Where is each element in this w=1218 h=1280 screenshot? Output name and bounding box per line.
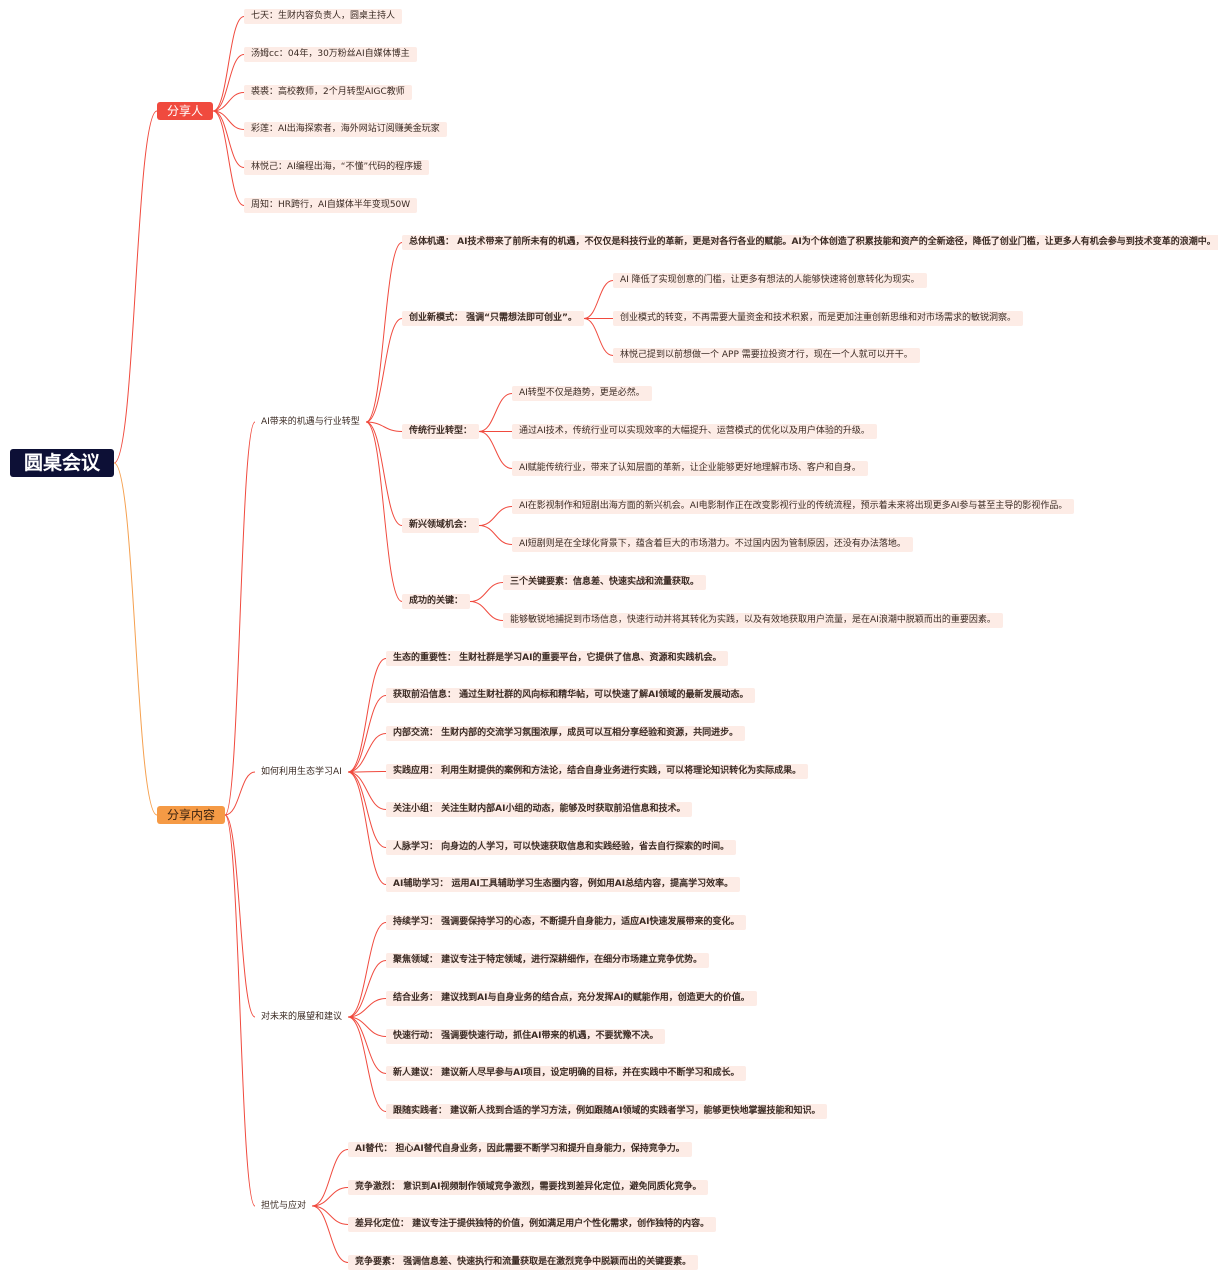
opportunity-newfield[interactable]: 新兴领域机会： xyxy=(402,518,480,533)
connector-line xyxy=(311,1149,349,1207)
opportunity-traditional[interactable]: 传统行业转型： xyxy=(402,424,480,439)
connector-line xyxy=(347,922,387,1018)
connector-line xyxy=(478,506,513,526)
worries-item[interactable]: 竞争要素： 强调信息差、快速执行和流量获取是在激烈竞争中脱颖而出的关键要素。 xyxy=(348,1255,699,1270)
topic-ecosystem[interactable]: 如何利用生态学习AI xyxy=(261,767,342,777)
sharer-item[interactable]: 七天：生财内容负责人，圆桌主持人 xyxy=(244,9,403,24)
traditional-item[interactable]: AI转型不仅是趋势，更是必然。 xyxy=(512,386,652,401)
connector-line xyxy=(365,421,403,602)
newfield-item[interactable]: AI在影视制作和短剧出海方面的新兴机会。AI电影制作正在改变影视行业的传统流程，… xyxy=(512,499,1075,514)
connector-line xyxy=(347,771,387,810)
connector-line xyxy=(212,110,245,168)
future-item[interactable]: 跟随实践者： 建议新人找到合适的学习方法，例如跟随AI领域的实践者学习，能够更快… xyxy=(386,1104,828,1119)
connector-line xyxy=(469,601,504,621)
branch-content[interactable]: 分享内容 xyxy=(157,806,226,824)
connector-line xyxy=(311,1205,349,1263)
connector-line xyxy=(365,318,403,423)
connector-line xyxy=(347,771,387,848)
connector-line xyxy=(583,280,614,319)
startup-item[interactable]: AI 降低了实现创意的门槛，让更多有想法的人能够快速将创意转化为现实。 xyxy=(613,273,927,288)
connector-line xyxy=(224,421,256,816)
traditional-item[interactable]: AI赋能传统行业，带来了认知层面的革新，让企业能够更好地理解市场、客户和自身。 xyxy=(512,461,868,476)
ecosystem-item[interactable]: 关注小组： 关注生财内部AI小组的动态，能够及时获取前沿信息和技术。 xyxy=(386,802,693,817)
sharer-item[interactable]: 裘裘：高校教师，2个月转型AIGC教师 xyxy=(244,85,412,100)
connector-root-sharers xyxy=(113,110,158,464)
connector-line xyxy=(583,318,614,356)
connector-line xyxy=(365,421,403,526)
connector-line xyxy=(347,695,387,773)
newfield-item[interactable]: AI短剧则是在全球化背景下，蕴含着巨大的市场潜力。不过国内因为管制原因，还没有办… xyxy=(512,537,913,552)
connector-line xyxy=(224,814,256,1018)
connector-line xyxy=(478,393,513,432)
future-item[interactable]: 持续学习： 强调要保持学习的心态，不断提升自身能力，适应AI快速发展带来的变化。 xyxy=(386,915,747,930)
ecosystem-item[interactable]: 内部交流： 生财内部的交流学习氛围浓厚，成员可以互相分享经验和资源，共同进步。 xyxy=(386,726,746,741)
sharer-item[interactable]: 林悦己：AI编程出海，“不懂”代码的程序媛 xyxy=(244,160,430,175)
connector-root-content xyxy=(113,462,158,816)
worries-item[interactable]: AI替代： 担心AI替代自身业务，因此需要不断学习和提升自身能力，保持竞争力。 xyxy=(348,1142,692,1157)
opportunity-startup[interactable]: 创业新模式： 强调“只需想法即可创业”。 xyxy=(402,311,584,326)
worries-item[interactable]: 竞争激烈： 意识到AI视频制作领域竞争激烈，需要找到差异化定位，避免同质化竞争。 xyxy=(348,1180,709,1195)
connector-line xyxy=(224,771,256,816)
ecosystem-item[interactable]: 获取前沿信息： 通过生财社群的风向标和精华帖，可以快速了解AI领域的最新发展动态… xyxy=(386,688,756,703)
connector-line xyxy=(478,431,513,469)
connector-line xyxy=(212,16,245,112)
success-item[interactable]: 三个关键要素：信息差、快速实战和流量获取。 xyxy=(503,575,707,590)
connector-line xyxy=(365,242,403,423)
topic-future[interactable]: 对未来的展望和建议 xyxy=(261,1012,343,1022)
connector-line xyxy=(311,1205,349,1225)
connector-line xyxy=(311,1187,349,1207)
ecosystem-item[interactable]: AI辅助学习： 运用AI工具辅助学习生态圈内容，例如用AI总结内容，提高学习效率… xyxy=(386,877,741,892)
connector-line xyxy=(469,582,504,602)
connector-line xyxy=(347,1016,387,1112)
sharer-item[interactable]: 周知：HR跨行，AI自媒体半年变现50W xyxy=(244,198,418,213)
connector-line xyxy=(347,733,387,773)
connector-line xyxy=(347,771,387,773)
future-item[interactable]: 结合业务： 建议找到AI与自身业务的结合点，充分发挥AI的赋能作用，创造更大的价… xyxy=(386,991,757,1006)
future-item[interactable]: 聚焦领域： 建议专注于特定领域，进行深耕细作，在细分市场建立竞争优势。 xyxy=(386,953,710,968)
traditional-item[interactable]: 通过AI技术，传统行业可以实现效率的大幅提升、运营模式的优化以及用户体验的升级。 xyxy=(512,424,877,439)
branch-sharers[interactable]: 分享人 xyxy=(157,102,214,120)
connector-line xyxy=(212,54,245,112)
connector-line xyxy=(478,525,513,545)
ecosystem-item[interactable]: 实践应用： 利用生财提供的案例和方法论，结合自身业务进行实践，可以将理论知识转化… xyxy=(386,764,809,779)
connector-line xyxy=(347,771,387,885)
success-item[interactable]: 能够敏锐地捕捉到市场信息，快速行动并将其转化为实践，以及有效地获取用户流量，是在… xyxy=(503,613,1003,628)
future-item[interactable]: 快速行动： 强调要快速行动，抓住AI带来的机遇，不要犹豫不决。 xyxy=(386,1029,666,1044)
connector-line xyxy=(212,92,245,112)
sharer-item[interactable]: 彩莲：AI出海探索者，海外网站订阅赚美金玩家 xyxy=(244,122,447,137)
startup-item[interactable]: 创业模式的转变，不再需要大量资金和技术积累，而是更加注重创新思维和对市场需求的敏… xyxy=(613,311,1024,326)
ecosystem-item[interactable]: 生态的重要性： 生财社群是学习AI的重要平台，它提供了信息、资源和实践机会。 xyxy=(386,651,729,666)
sharer-item[interactable]: 汤姆cc：04年，30万粉丝AI自媒体博主 xyxy=(244,47,417,62)
connector-line xyxy=(365,421,403,432)
topic-opportunity[interactable]: AI带来的机遇与行业转型 xyxy=(261,417,360,427)
connector-line xyxy=(212,110,245,206)
connector-line xyxy=(347,1016,387,1074)
opportunity-overall[interactable]: 总体机遇： AI技术带来了前所未有的机遇，不仅仅是科技行业的革新，更是对各行各业… xyxy=(402,235,1218,250)
connector-line xyxy=(347,658,387,773)
root-node[interactable]: 圆桌会议 xyxy=(10,449,115,477)
connector-line xyxy=(347,998,387,1018)
opportunity-success[interactable]: 成功的关键： xyxy=(402,594,471,609)
worries-item[interactable]: 差异化定位： 建议专注于提供独特的价值，例如满足用户个性化需求，创作独特的内容。 xyxy=(348,1217,717,1232)
connector-line xyxy=(224,814,256,1207)
future-item[interactable]: 新人建议： 建议新人尽早参与AI项目，设定明确的目标，并在实践中不断学习和成长。 xyxy=(386,1066,747,1081)
startup-item[interactable]: 林悦己提到以前想做一个 APP 需要拉投资才行，现在一个人就可以开干。 xyxy=(613,348,920,363)
connector-line xyxy=(347,960,387,1018)
topic-worries[interactable]: 担忧与应对 xyxy=(261,1201,307,1211)
ecosystem-item[interactable]: 人脉学习： 向身边的人学习，可以快速获取信息和实践经验，省去自行探索的时间。 xyxy=(386,840,737,855)
